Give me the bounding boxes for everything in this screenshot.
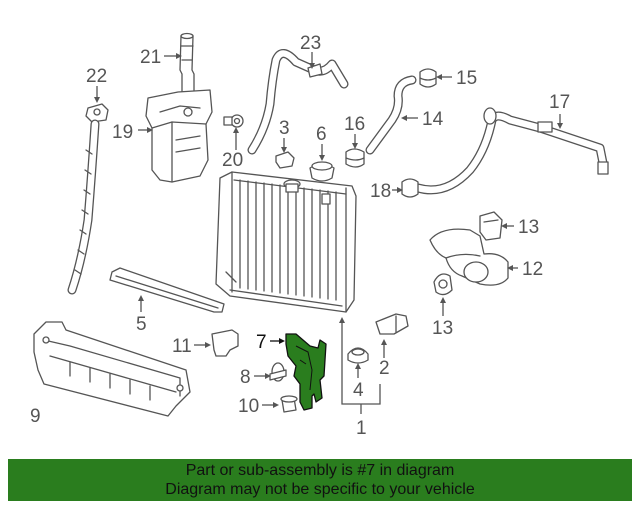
callout-1: 1 bbox=[356, 418, 367, 439]
callout-15: 15 bbox=[456, 68, 477, 89]
part-8-push-pin bbox=[269, 362, 287, 382]
part-2-bracket bbox=[375, 313, 409, 335]
part-4-grommet bbox=[347, 347, 369, 364]
callout-2: 2 bbox=[379, 358, 390, 379]
callout-5: 5 bbox=[136, 314, 147, 335]
part-3-clip bbox=[275, 151, 295, 169]
info-banner: Part or sub-assembly is #7 in diagram Di… bbox=[8, 459, 632, 501]
callout-22: 22 bbox=[86, 66, 107, 87]
callout-6: 6 bbox=[316, 124, 327, 145]
callout-17: 17 bbox=[549, 92, 570, 113]
callout-19: 19 bbox=[112, 122, 133, 143]
part-16-clamp bbox=[345, 148, 365, 168]
part-19-reservoir bbox=[145, 89, 213, 183]
part-18-clamp bbox=[401, 178, 419, 198]
callout-12: 12 bbox=[522, 259, 543, 280]
part-10-fastener bbox=[280, 395, 298, 413]
banner-line-2: Diagram may not be specific to your vehi… bbox=[165, 481, 475, 498]
part-17-hose bbox=[413, 107, 609, 195]
callout-labels: 21 23 22 19 20 3 6 16 15 14 17 18 13 12 … bbox=[30, 33, 570, 439]
part-22-cap-rod bbox=[67, 103, 109, 295]
callout-8: 8 bbox=[240, 367, 251, 388]
callout-3: 3 bbox=[279, 118, 290, 139]
part-14-upper-hose bbox=[365, 75, 417, 155]
callout-14: 14 bbox=[422, 109, 444, 130]
part-9-air-deflector bbox=[33, 321, 191, 417]
callout-13-upper: 13 bbox=[518, 217, 539, 238]
callout-11: 11 bbox=[172, 336, 192, 357]
callout-23: 23 bbox=[300, 33, 321, 54]
callout-13-lower: 13 bbox=[432, 318, 453, 339]
callout-4: 4 bbox=[353, 380, 364, 401]
callout-16: 16 bbox=[344, 114, 365, 135]
part-5-seal-strip bbox=[109, 267, 225, 313]
callout-20: 20 bbox=[222, 150, 243, 171]
part-20-bolt bbox=[223, 114, 244, 128]
callout-9: 9 bbox=[30, 406, 41, 427]
part-12-outlet-hose bbox=[429, 228, 509, 286]
exploded-parts-diagram: 21 23 22 19 20 3 6 16 15 14 17 18 13 12 … bbox=[30, 32, 609, 439]
callout-10: 10 bbox=[238, 396, 259, 417]
callout-7: 7 bbox=[256, 332, 267, 353]
part-15-clamp bbox=[419, 68, 437, 88]
part-6-cap bbox=[309, 161, 335, 182]
callout-18: 18 bbox=[370, 181, 391, 202]
part-7-highlighted-shield[interactable] bbox=[285, 333, 327, 411]
part-11-bracket bbox=[211, 329, 239, 357]
banner-line-1: Part or sub-assembly is #7 in diagram bbox=[185, 462, 455, 479]
part-13-clamp-lower bbox=[433, 273, 453, 296]
radiator-core bbox=[215, 171, 357, 313]
callout-21: 21 bbox=[140, 47, 161, 68]
leader-lines bbox=[94, 52, 563, 414]
part-13-clamp-upper bbox=[479, 211, 503, 241]
part-23-overflow-hose bbox=[247, 49, 349, 155]
